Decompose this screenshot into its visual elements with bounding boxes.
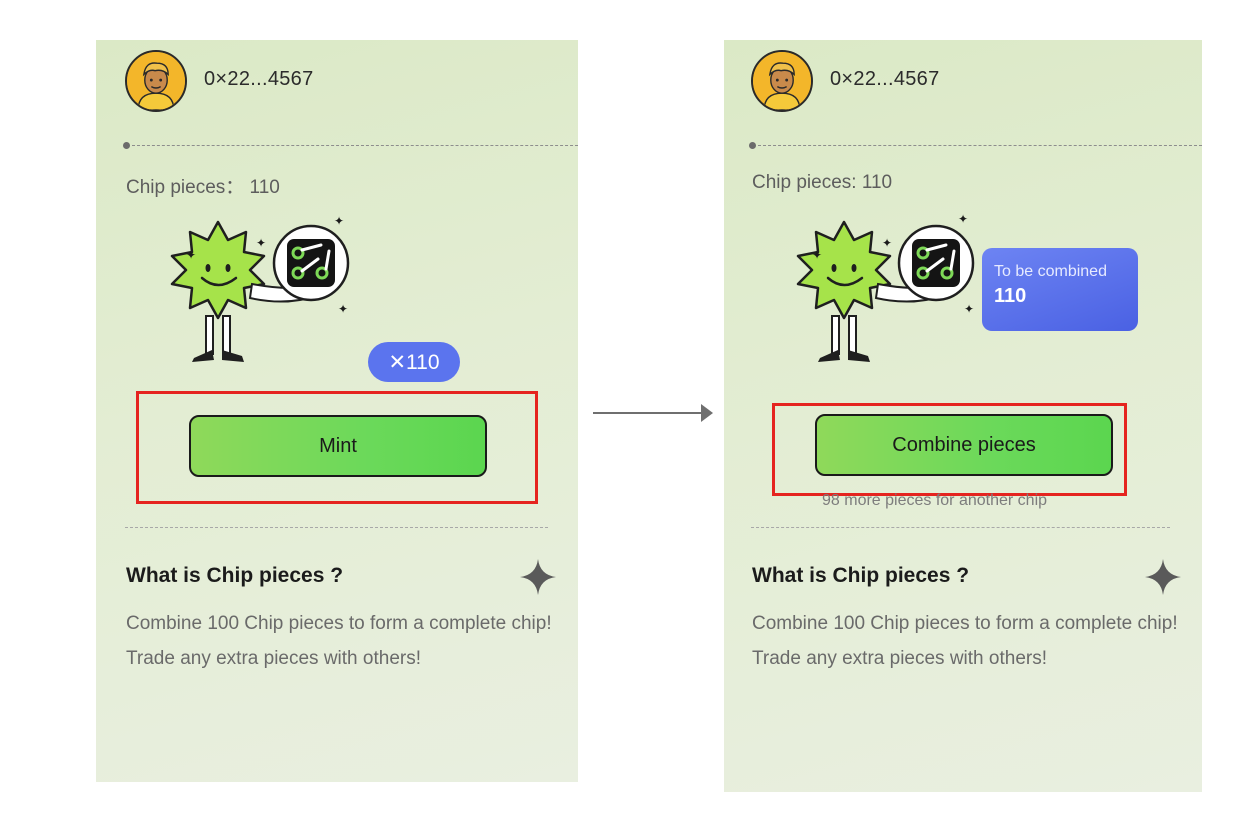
sparkle-icon: ✦ <box>964 302 975 316</box>
more-pieces-hint: 98 more pieces for another chip <box>822 492 1048 509</box>
wallet-address: 0×22...4567 <box>204 68 314 90</box>
piece-count-pill: ✕110 <box>368 342 460 382</box>
wallet-address: 0×22...4567 <box>830 68 940 90</box>
sparkle-icon: ✦ <box>186 248 197 262</box>
sparkle-icon <box>1145 559 1181 595</box>
chip-circuit-icon <box>272 224 350 302</box>
tip-value: 110 <box>994 285 1027 307</box>
section-title: What is Chip pieces ? <box>126 564 344 587</box>
to-be-combined-card: To be combined 110 <box>982 248 1138 331</box>
highlight-annotation <box>136 391 538 504</box>
sparkle-icon: ✦ <box>882 236 893 250</box>
sparkle-icon: ✦ <box>256 236 267 250</box>
divider-dot <box>749 142 756 149</box>
section-description: Combine 100 Chip pieces to form a comple… <box>126 613 552 669</box>
divider-dot <box>123 142 130 149</box>
sparkle-icon: ✦ <box>958 212 969 226</box>
sparkle-icon: ✦ <box>334 214 345 228</box>
user-avatar-icon[interactable] <box>751 50 813 112</box>
section-description: Combine 100 Chip pieces to form a comple… <box>752 613 1178 669</box>
combine-panel: 0×22...4567 Chip pieces: 110 ✦ ✦ ✦ ✦ To … <box>724 40 1202 792</box>
sparkle-icon <box>520 559 556 595</box>
chip-pieces-count: Chip pieces: 110 <box>752 172 893 193</box>
section-divider <box>751 527 1170 528</box>
mint-button[interactable]: Mint <box>189 415 487 477</box>
arrow-right-icon <box>593 404 713 422</box>
chip-mascot-icon <box>796 220 948 362</box>
combine-pieces-button[interactable]: Combine pieces <box>815 414 1113 476</box>
sparkle-icon: ✦ <box>338 302 349 316</box>
divider-line <box>758 145 1202 146</box>
section-title: What is Chip pieces ? <box>752 564 970 587</box>
chip-circuit-icon <box>897 224 975 302</box>
user-avatar-icon[interactable] <box>125 50 187 112</box>
sparkle-icon: ✦ <box>812 248 823 262</box>
chip-pieces-count: Chip pieces： 110 <box>126 177 280 198</box>
tip-label: To be combined <box>994 263 1107 280</box>
highlight-annotation <box>772 403 1127 496</box>
section-divider <box>125 527 548 528</box>
mint-panel: 0×22...4567 Chip pieces： 110 ✦ ✦ ✦ ✦ ✕11… <box>96 40 578 782</box>
divider-line <box>132 145 578 146</box>
